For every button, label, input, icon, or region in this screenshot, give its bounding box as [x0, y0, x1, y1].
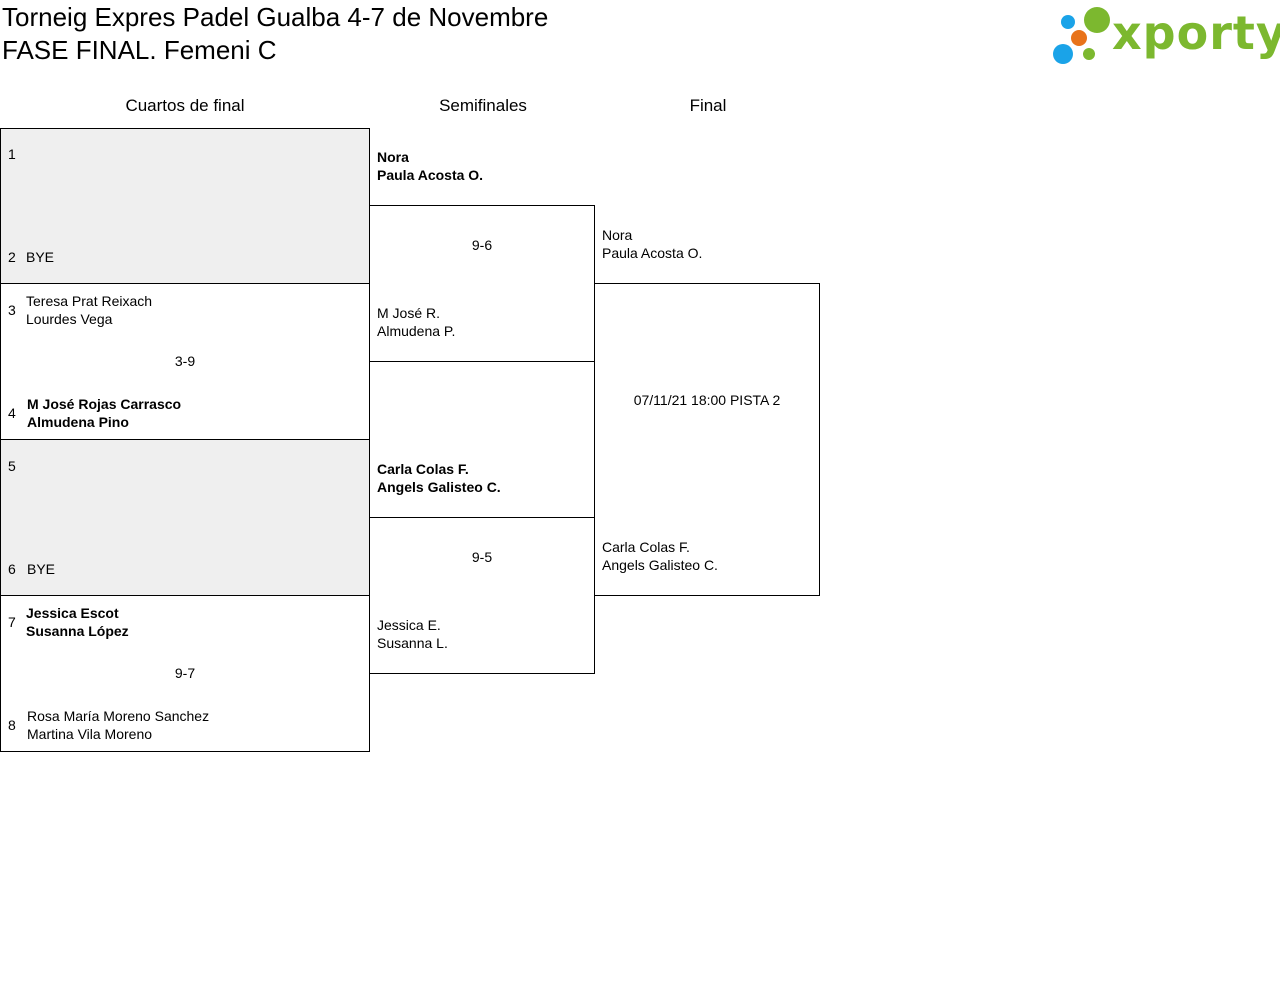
- final-match: 07/11/21 18:00 PISTA 2 Carla Colas F. An…: [594, 283, 820, 596]
- final-team-a-player: Nora: [602, 227, 633, 243]
- team-player: BYE: [26, 249, 55, 265]
- seed-number: 2: [8, 249, 16, 265]
- team-player: Rosa María Moreno Sanchez: [27, 708, 210, 724]
- team-player: Susanna L.: [377, 635, 448, 651]
- semifinal-1-team-a-player: Paula Acosta O.: [377, 167, 484, 183]
- seed-number: 1: [8, 146, 16, 162]
- team-player: M José R.: [377, 305, 441, 321]
- semifinal-2-team-a-player: Angels Galisteo C.: [377, 479, 501, 495]
- semifinal-2-team-a-player: Carla Colas F.: [377, 461, 469, 477]
- xporty-logo: xporty: [1050, 4, 1280, 68]
- match-score: 3-9: [174, 353, 196, 369]
- match-score: 9-6: [471, 237, 493, 253]
- round-header-final: Final: [689, 96, 727, 115]
- quarterfinal-match-3: 5 6 BYE: [0, 439, 370, 596]
- team-player: Teresa Prat Reixach: [26, 293, 153, 309]
- semifinal-match-2: 9-5 Jessica E. Susanna L.: [369, 517, 595, 674]
- seed-number: 3: [8, 302, 16, 318]
- team-player: Martina Vila Moreno: [27, 726, 153, 742]
- team-player-winner: Almudena Pino: [27, 414, 129, 430]
- semifinal-1-team-a-player: Nora: [377, 149, 409, 165]
- team-player-winner: Susanna López: [26, 623, 129, 639]
- seed-number: 5: [8, 458, 16, 474]
- quarterfinal-match-1: 1 2 BYE: [0, 128, 370, 284]
- final-team-b-player: Angels Galisteo C.: [602, 557, 718, 573]
- match-score: 9-5: [471, 549, 493, 565]
- seed-number: 8: [8, 717, 16, 733]
- page-subtitle: FASE FINAL. Femeni C: [2, 35, 277, 65]
- logo-wordmark: xporty: [1112, 6, 1280, 60]
- round-header-quarterfinals: Cuartos de final: [125, 96, 245, 115]
- final-team-b-player: Carla Colas F.: [602, 539, 690, 555]
- seed-number: 4: [8, 405, 16, 421]
- final-team-a-player: Paula Acosta O.: [602, 245, 703, 261]
- quarterfinal-match-2: 3 Teresa Prat Reixach Lourdes Vega 3-9 4…: [0, 283, 370, 440]
- team-player: Almudena P.: [377, 323, 456, 339]
- team-player-winner: M José Rojas Carrasco: [27, 396, 182, 412]
- match-score: 9-7: [174, 665, 196, 681]
- semifinal-match-1: 9-6 M José R. Almudena P.: [369, 205, 595, 362]
- team-player: Jessica E.: [377, 617, 441, 633]
- quarterfinal-match-4: 7 Jessica Escot Susanna López 9-7 8 Rosa…: [0, 595, 370, 752]
- page-title: Torneig Expres Padel Gualba 4-7 de Novem…: [2, 2, 549, 32]
- round-header-semifinals: Semifinales: [439, 96, 527, 115]
- final-schedule: 07/11/21 18:00 PISTA 2: [633, 392, 781, 408]
- seed-number: 6: [8, 561, 16, 577]
- logo-dots-icon: [1053, 7, 1110, 64]
- seed-number: 7: [8, 614, 16, 630]
- team-player: BYE: [27, 561, 56, 577]
- team-player-winner: Jessica Escot: [26, 605, 119, 621]
- team-player: Lourdes Vega: [26, 311, 113, 327]
